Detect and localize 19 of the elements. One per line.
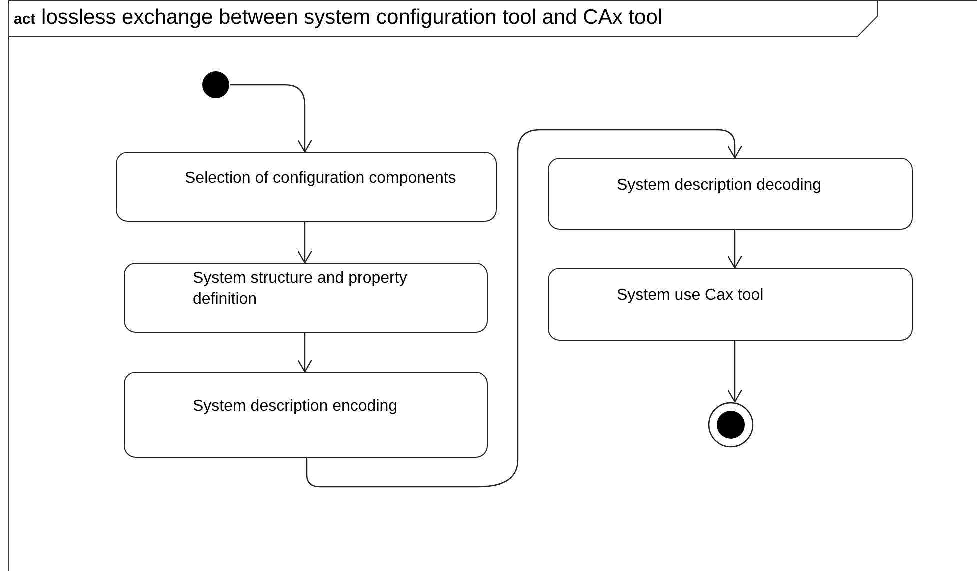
initial-node bbox=[202, 71, 230, 99]
action-box bbox=[548, 158, 913, 230]
action-box bbox=[124, 372, 488, 458]
control-flow-arrow bbox=[297, 333, 313, 373]
final-node bbox=[708, 402, 754, 448]
action-box bbox=[116, 152, 497, 222]
action-box bbox=[124, 263, 488, 333]
action-label: System structure and property definition bbox=[193, 269, 408, 310]
control-flow-arrow bbox=[727, 341, 743, 403]
control-flow-arrow bbox=[230, 84, 313, 153]
action-box bbox=[548, 268, 913, 341]
action-label: System use Cax tool bbox=[617, 286, 764, 306]
action-label: Selection of configuration components bbox=[185, 168, 456, 188]
control-flow-arrow bbox=[727, 230, 743, 269]
control-flow-arrow bbox=[306, 129, 743, 488]
control-flow-arrow bbox=[297, 222, 313, 264]
action-label: System description decoding bbox=[617, 176, 822, 196]
diagram-title: act lossless exchange between system configuration tool and CAx tool bbox=[14, 6, 663, 30]
action-label: System description encoding bbox=[193, 396, 398, 416]
